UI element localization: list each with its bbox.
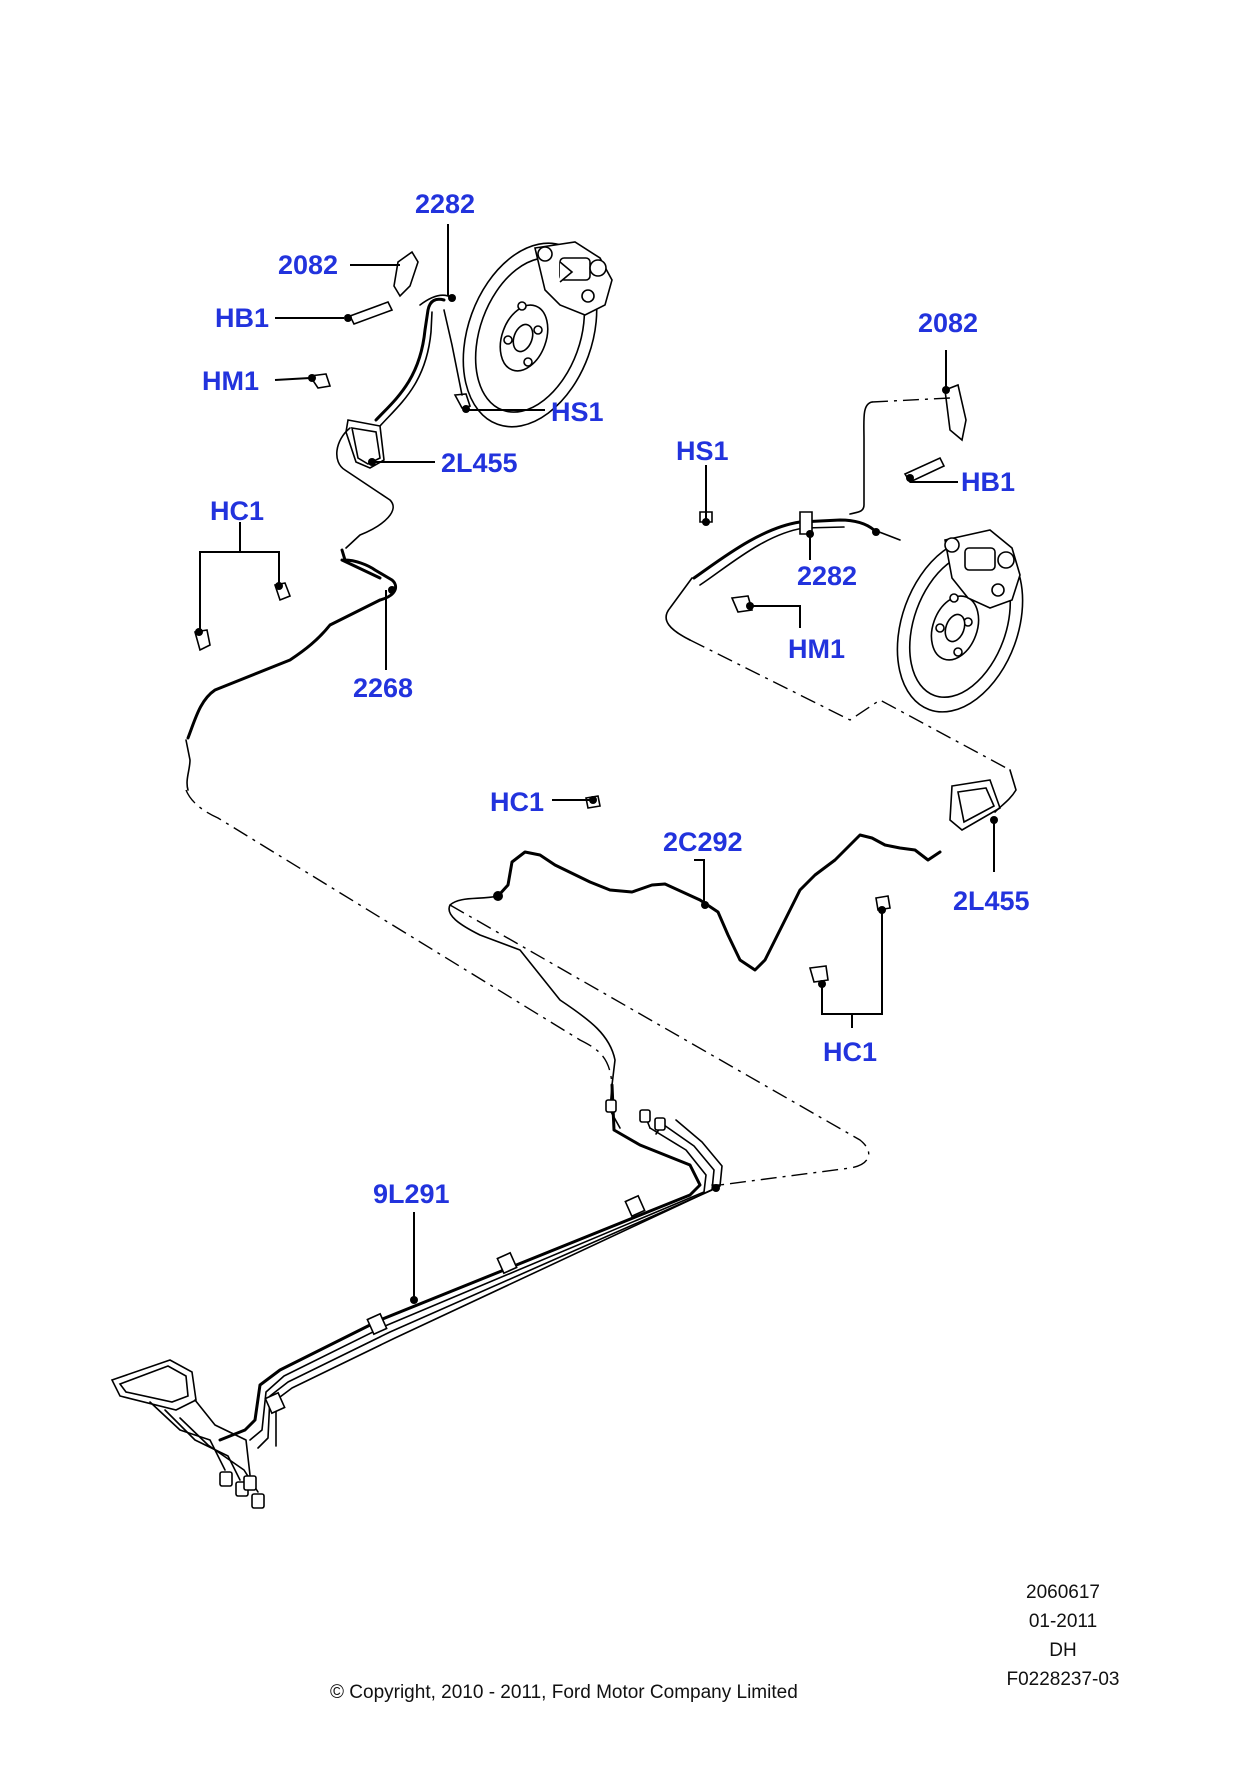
callout-hc1-mid: HC1 <box>490 787 544 817</box>
callout-hc1-left: HC1 <box>210 496 264 526</box>
callout-hs1-right: HS1 <box>676 436 729 466</box>
callout-hb1-right: HB1 <box>961 467 1015 497</box>
callout-hm1-right: HM1 <box>788 634 845 664</box>
callout-2282-right: 2282 <box>797 561 857 591</box>
callout-2c292: 2C292 <box>663 827 743 857</box>
diagram-date: 01-2011 <box>1029 1611 1097 1632</box>
middle-clip-hc1-b <box>875 895 891 911</box>
right-hose-bracket-2082 <box>944 383 967 442</box>
callout-hs1-left: HS1 <box>551 397 604 427</box>
callout-2082-left: 2082 <box>278 250 338 280</box>
left-rigid-line-2268 <box>186 548 398 740</box>
callout-2282-left: 2282 <box>415 189 475 219</box>
left-brake-caliper <box>534 241 613 316</box>
left-hose-bracket-2082 <box>393 250 419 298</box>
callout-2268: 2268 <box>353 673 413 703</box>
callout-hc1-bottom: HC1 <box>823 1037 877 1067</box>
right-brake-caliper <box>944 529 1021 609</box>
copyright-notice: © Copyright, 2010 - 2011, Ford Motor Com… <box>330 1682 798 1703</box>
callout-hm1-left: HM1 <box>202 366 259 396</box>
leader-lines <box>199 224 995 1300</box>
callout-2l455-left: 2L455 <box>441 448 518 478</box>
main-brake-line-bundle-9l291 <box>110 1083 723 1509</box>
middle-clip-hc1-a <box>808 965 829 983</box>
rear-axle-rigid-line-2c292 <box>496 833 942 972</box>
diagram-number: 2060617 <box>1026 1582 1100 1603</box>
left-bolt-hb1 <box>348 301 394 325</box>
callout-9l291: 9L291 <box>373 1179 450 1209</box>
left-flexible-hose-2282 <box>374 297 446 422</box>
diagram-code: DH <box>1049 1640 1076 1661</box>
right-flexible-hose-2282 <box>692 518 876 580</box>
diagram-ref: F0228237-03 <box>1006 1669 1119 1690</box>
callout-2082-right: 2082 <box>918 308 978 338</box>
callout-2l455-right: 2L455 <box>953 886 1030 916</box>
callout-hb1-left: HB1 <box>215 303 269 333</box>
